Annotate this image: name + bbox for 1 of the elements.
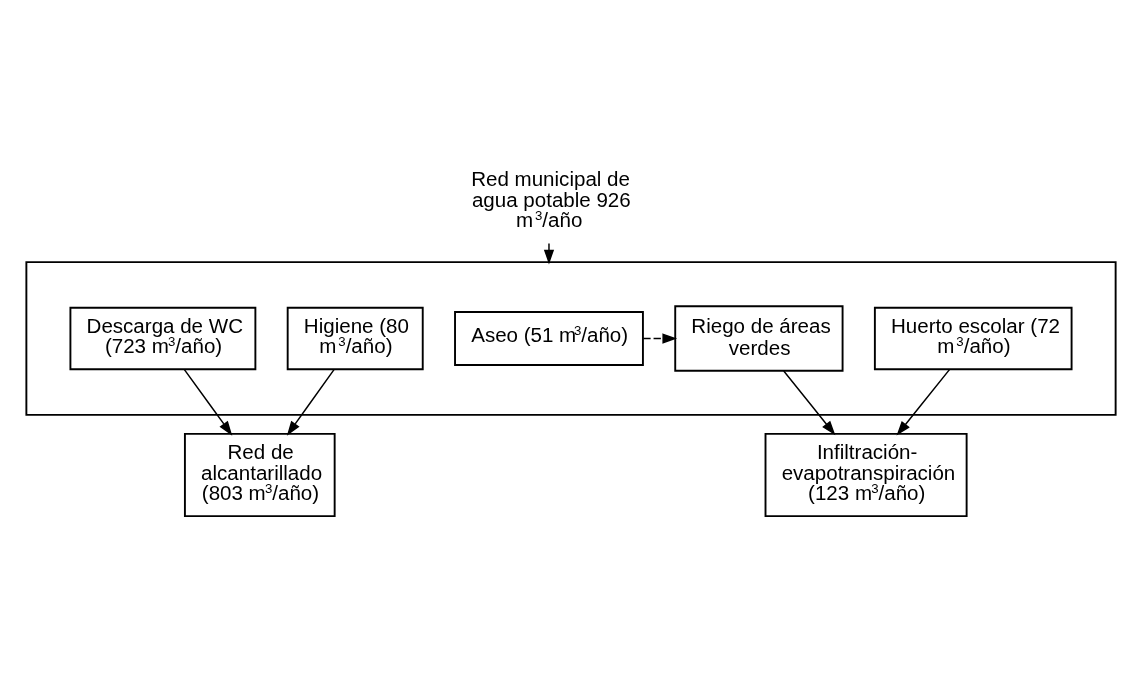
node-text: Red municipal de agua potable 926 m$^{3}$/año (471, 167, 631, 232)
